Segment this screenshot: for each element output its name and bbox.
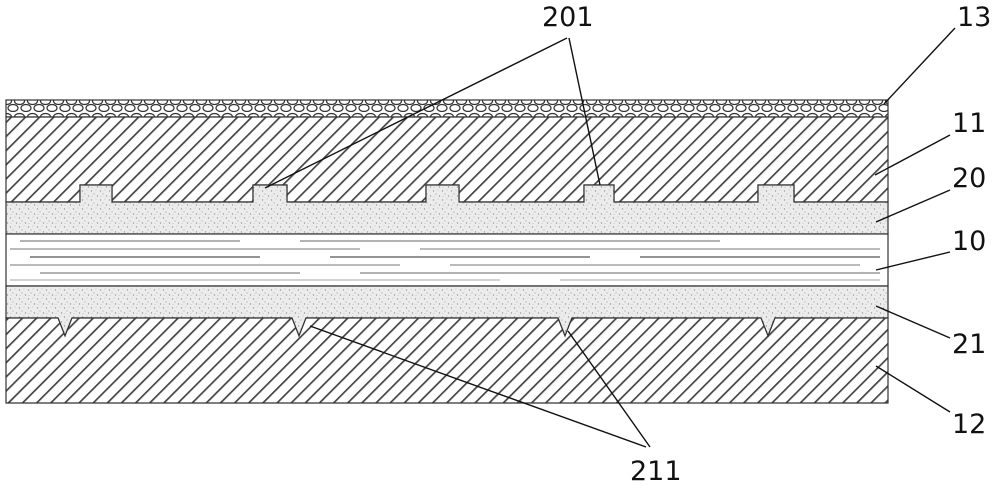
label-10: 10 (952, 226, 986, 257)
leader-201-right (568, 37, 601, 186)
layer-12-lower-substrate (5, 317, 889, 404)
leader-13 (883, 27, 956, 105)
leader-10 (875, 251, 951, 271)
layer-13-coating (5, 99, 889, 118)
label-12: 12 (952, 409, 986, 440)
leader-211-left (309, 325, 647, 448)
leader-11 (874, 134, 951, 176)
layer-20-upper-adhesive (5, 184, 889, 235)
label-11: 11 (952, 108, 986, 139)
leader-lines (264, 27, 956, 448)
label-211: 211 (630, 456, 682, 487)
label-20: 20 (952, 163, 986, 194)
leader-20 (875, 189, 951, 223)
label-201: 201 (542, 2, 594, 33)
label-21: 21 (952, 329, 986, 360)
layer-10-core (5, 233, 889, 287)
leader-201-left (264, 37, 568, 189)
leader-21 (875, 305, 951, 339)
leader-211-right (567, 330, 651, 448)
label-13: 13 (957, 2, 991, 33)
leader-12 (875, 365, 951, 413)
